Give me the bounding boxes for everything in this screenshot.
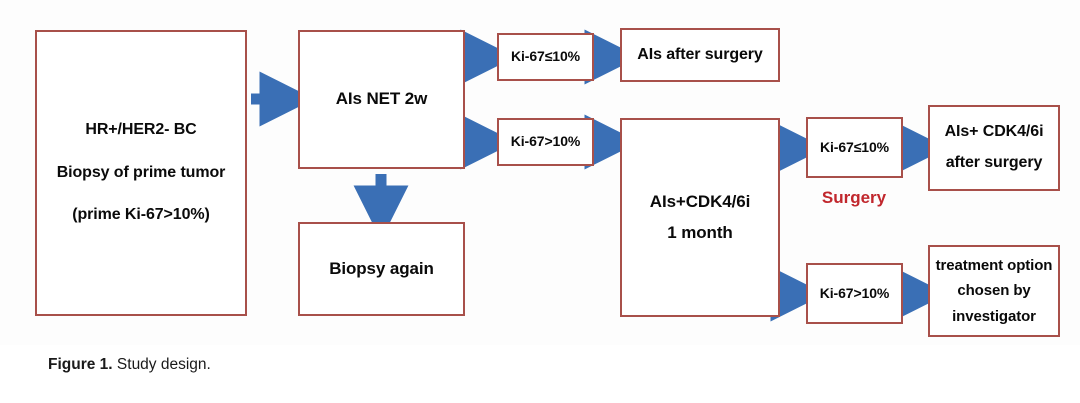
- node-ki67-low-second: Ki-67≤10%: [806, 117, 903, 178]
- node-entry: HR+/HER2- BC Biopsy of prime tumor (prim…: [35, 30, 247, 316]
- node-ais-cdk46i-after-surgery-line-2: after surgery: [945, 154, 1043, 171]
- figure-caption: Figure 1. Study design.: [48, 356, 211, 374]
- node-ki67-high-second: Ki-67>10%: [806, 263, 903, 324]
- surgery-annotation: Surgery: [821, 188, 887, 207]
- node-ais-cdk46i-1-month: AIs+CDK4/6i 1 month: [620, 118, 780, 317]
- node-entry-line-3: (prime Ki-67>10%): [72, 206, 210, 224]
- node-biopsy-again: Biopsy again: [298, 222, 465, 316]
- node-ki67-high-first-label: Ki-67>10%: [510, 133, 581, 150]
- node-ki67-high-second-label: Ki-67>10%: [819, 284, 890, 301]
- node-ais-cdk46i-after-surgery: AIs+ CDK4/6i after surgery: [928, 105, 1060, 191]
- figure-caption-label: Figure 1.: [48, 356, 113, 373]
- node-ais-net-2w-label: AIs NET 2w: [335, 89, 428, 109]
- node-treatment-option-line-3: investigator: [952, 307, 1036, 325]
- node-ais-after-surgery-label: AIs after surgery: [637, 45, 763, 63]
- node-ais-cdk46i-line-1: AIs+CDK4/6i: [649, 192, 751, 212]
- node-ki67-low-first-label: Ki-67≤10%: [510, 48, 581, 65]
- node-ki67-low-second-label: Ki-67≤10%: [819, 138, 890, 155]
- node-treatment-option: treatment option chosen by investigator: [928, 245, 1060, 337]
- node-treatment-option-line-1: treatment option: [935, 257, 1053, 275]
- diagram-canvas: HR+/HER2- BC Biopsy of prime tumor (prim…: [35, 28, 1060, 337]
- node-treatment-option-line-2: chosen by: [957, 282, 1031, 300]
- node-ais-net-2w: AIs NET 2w: [298, 30, 465, 169]
- node-ais-after-surgery: AIs after surgery: [620, 28, 780, 82]
- figure-caption-text: Study design.: [116, 356, 211, 373]
- node-entry-line-2: Biopsy of prime tumor: [56, 163, 226, 181]
- node-ais-cdk46i-line-2: 1 month: [667, 222, 733, 242]
- node-ki67-high-first: Ki-67>10%: [497, 118, 594, 166]
- node-ais-cdk46i-after-surgery-line-1: AIs+ CDK4/6i: [944, 123, 1044, 141]
- node-ki67-low-first: Ki-67≤10%: [497, 33, 594, 81]
- node-entry-line-1: HR+/HER2- BC: [85, 120, 197, 138]
- node-biopsy-again-label: Biopsy again: [329, 258, 434, 278]
